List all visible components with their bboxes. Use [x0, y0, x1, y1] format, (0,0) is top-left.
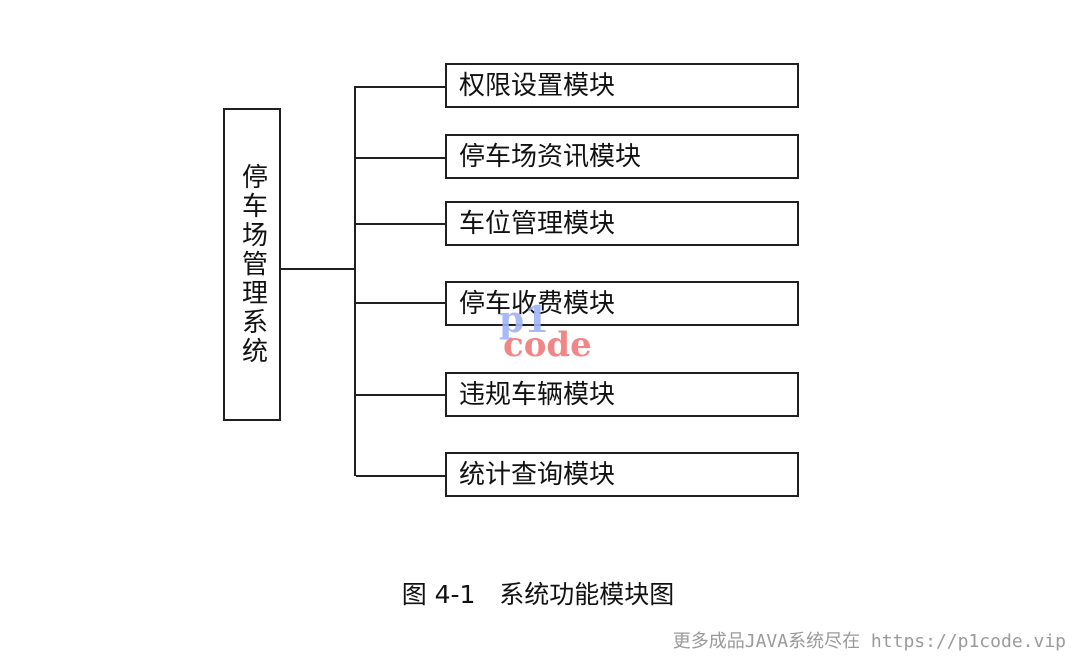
figure-caption: 图 4-1 系统功能模块图 — [401, 580, 675, 609]
branch-line-6 — [356, 475, 445, 477]
footer-watermark: 更多成品JAVA系统尽在 https://p1code.vip — [672, 631, 1066, 652]
module-box-5: 违规车辆模块 — [445, 372, 799, 417]
module-box-3: 车位管理模块 — [445, 201, 799, 246]
module-label-6: 统计查询模块 — [459, 459, 616, 490]
logo-text-code: code — [503, 325, 592, 365]
module-spine-line — [354, 86, 356, 476]
module-box-1: 权限设置模块 — [445, 63, 799, 108]
site-logo-watermark: p1 code — [497, 299, 607, 365]
root-system-box: 停车场管理系统 — [223, 108, 281, 421]
branch-line-2 — [356, 157, 445, 159]
module-label-5: 违规车辆模块 — [459, 379, 616, 410]
module-label-4: 停车收费模块 — [459, 288, 616, 319]
branch-line-4 — [356, 302, 445, 304]
module-label-1: 权限设置模块 — [459, 70, 616, 101]
root-connector-line — [281, 268, 354, 270]
branch-line-5 — [356, 394, 445, 396]
module-box-4: 停车收费模块 — [445, 281, 799, 326]
module-box-6: 统计查询模块 — [445, 452, 799, 497]
branch-line-1 — [356, 86, 445, 88]
root-system-label: 停车场管理系统 — [237, 163, 268, 366]
branch-line-3 — [356, 223, 445, 225]
module-label-2: 停车场资讯模块 — [459, 141, 642, 172]
module-label-3: 车位管理模块 — [459, 208, 616, 239]
logo-text-p1: p1 — [499, 299, 550, 341]
module-box-2: 停车场资讯模块 — [445, 134, 799, 179]
